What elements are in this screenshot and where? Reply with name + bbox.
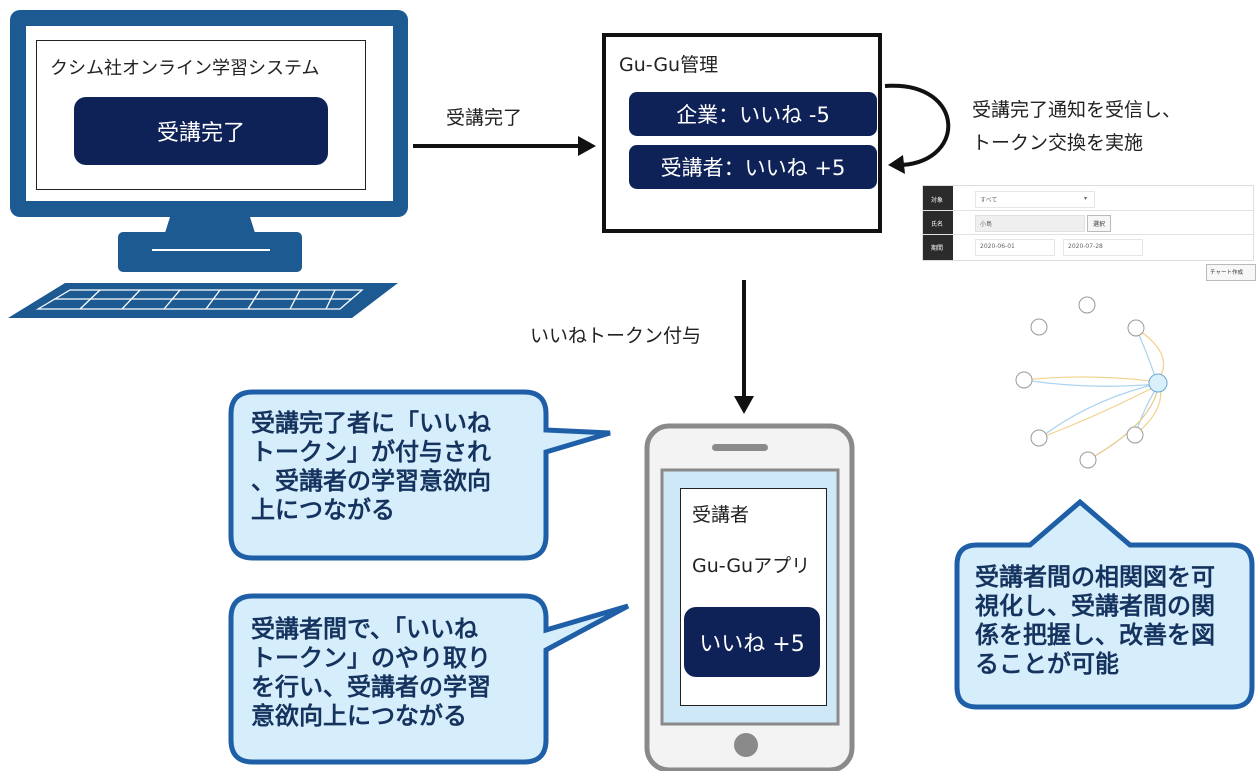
callout-right-line: 視化し、受講者間の関: [975, 592, 1215, 620]
callout-right-bubble: [954, 498, 1255, 710]
graph-edge: [1023, 379, 1159, 387]
callout-bottom-line: 意欲向上につながる: [251, 702, 467, 730]
graph-edge: [1023, 376, 1159, 383]
callout-top-bubble: [228, 389, 611, 561]
graph-node: [1078, 296, 1096, 314]
graph-node: [1030, 318, 1048, 336]
arrow-loop: [884, 83, 951, 168]
keyboard-keys: [35, 289, 364, 310]
monitor-stand: [118, 232, 302, 272]
company-likes-row: 企業：いいね -5: [629, 92, 877, 136]
filter-label-column: [923, 186, 953, 260]
graph-node: [1015, 371, 1033, 389]
callout-bottom-line: を行い、受講者の学習: [251, 673, 491, 701]
name-field[interactable]: 小島: [975, 215, 1085, 232]
callout-top-line: 上につながる: [251, 496, 395, 524]
correlation-graph: [1015, 296, 1168, 469]
gugu-title: Gu-Gu管理: [619, 54, 719, 76]
course-complete-button[interactable]: 受講完了: [74, 97, 328, 165]
graph-edge: [1087, 387, 1159, 461]
arrow-token-grant-head: [734, 396, 754, 414]
date-to-value: 2020-07-28: [1068, 243, 1103, 250]
graph-node: [1127, 319, 1145, 337]
arrow-loop-head: [888, 155, 905, 174]
select-button-label: 選択: [1093, 221, 1106, 228]
select-button[interactable]: 選択: [1087, 215, 1111, 232]
graph-edge: [1039, 385, 1157, 439]
callout-bottom-line: トークン」のやり取り: [251, 644, 491, 672]
arrow-completion-head: [578, 136, 596, 156]
phone-speaker: [712, 444, 768, 451]
date-from-value: 2020-06-01: [980, 243, 1015, 250]
filter-panel: 対象 氏名 期間 すべて ▾ 小島 選択 2020-06-01 2020-07-…: [922, 185, 1254, 261]
name-field-value: 小島: [980, 221, 993, 228]
callout-right-line: 係を把握し、改善を図: [975, 621, 1215, 649]
callout-top-line: 受講完了者に「いいね: [251, 409, 491, 437]
callout-right-line: ることが可能: [975, 650, 1119, 678]
filter-row1-label: 対象: [931, 197, 944, 204]
callout-right-text: 受講者間の相関図を可 視化し、受講者間の関 係を把握し、改善を図 ることが可能: [975, 563, 1215, 679]
token-exchange-note: 受講完了通知を受信し、 トークン交換を実施: [972, 94, 1181, 160]
gugu-management-box: [602, 33, 882, 233]
graph-edge: [1039, 383, 1157, 439]
arrow-label-token-grant: いいねトークン付与: [530, 325, 702, 347]
callout-bottom-bubble: [228, 593, 630, 765]
lms-title: クシム社オンライン学習システム: [50, 58, 320, 79]
filter-row3-label: 期間: [931, 245, 944, 252]
callout-right-line: 受講者間の相関図を可: [975, 563, 1215, 591]
app-name-label: Gu-Guアプリ: [692, 555, 811, 577]
filter-row2-label: 氏名: [931, 221, 944, 228]
create-chart-button-label: チャート作成: [1210, 270, 1243, 276]
callout-bottom-line: 受講者間で、「いいね: [251, 615, 479, 643]
target-select[interactable]: すべて ▾: [975, 191, 1095, 208]
arrow-label-completion: 受講完了: [446, 107, 523, 129]
student-likes-row: 受講者：いいね +5: [629, 145, 877, 189]
token-exchange-note-line2: トークン交換を実施: [972, 132, 1144, 154]
phone-home-button: [734, 733, 758, 757]
callout-top-line: 、受講者の学習意欲向: [251, 467, 491, 495]
date-from-field[interactable]: 2020-06-01: [975, 239, 1055, 256]
callout-top-line: トークン」が付与され: [251, 438, 491, 466]
graph-node: [1126, 426, 1144, 444]
callout-top-text: 受講完了者に「いいね トークン」が付与され 、受講者の学習意欲向 上につながる: [251, 409, 491, 525]
chevron-down-icon: ▾: [1084, 195, 1088, 202]
like-button[interactable]: いいね +5: [684, 607, 820, 677]
target-select-value: すべて: [980, 197, 998, 204]
callout-bottom-text: 受講者間で、「いいね トークン」のやり取り を行い、受講者の学習 意欲向上につな…: [251, 615, 491, 731]
graph-node: [1079, 451, 1097, 469]
app-role-label: 受講者: [692, 504, 750, 526]
graph-hub-node: [1148, 373, 1168, 393]
graph-node: [1030, 429, 1048, 447]
token-exchange-note-line1: 受講完了通知を受信し、: [972, 99, 1182, 121]
lms-window: [36, 40, 366, 190]
create-chart-button[interactable]: チャート作成: [1206, 264, 1256, 281]
date-to-field[interactable]: 2020-07-28: [1063, 239, 1143, 256]
